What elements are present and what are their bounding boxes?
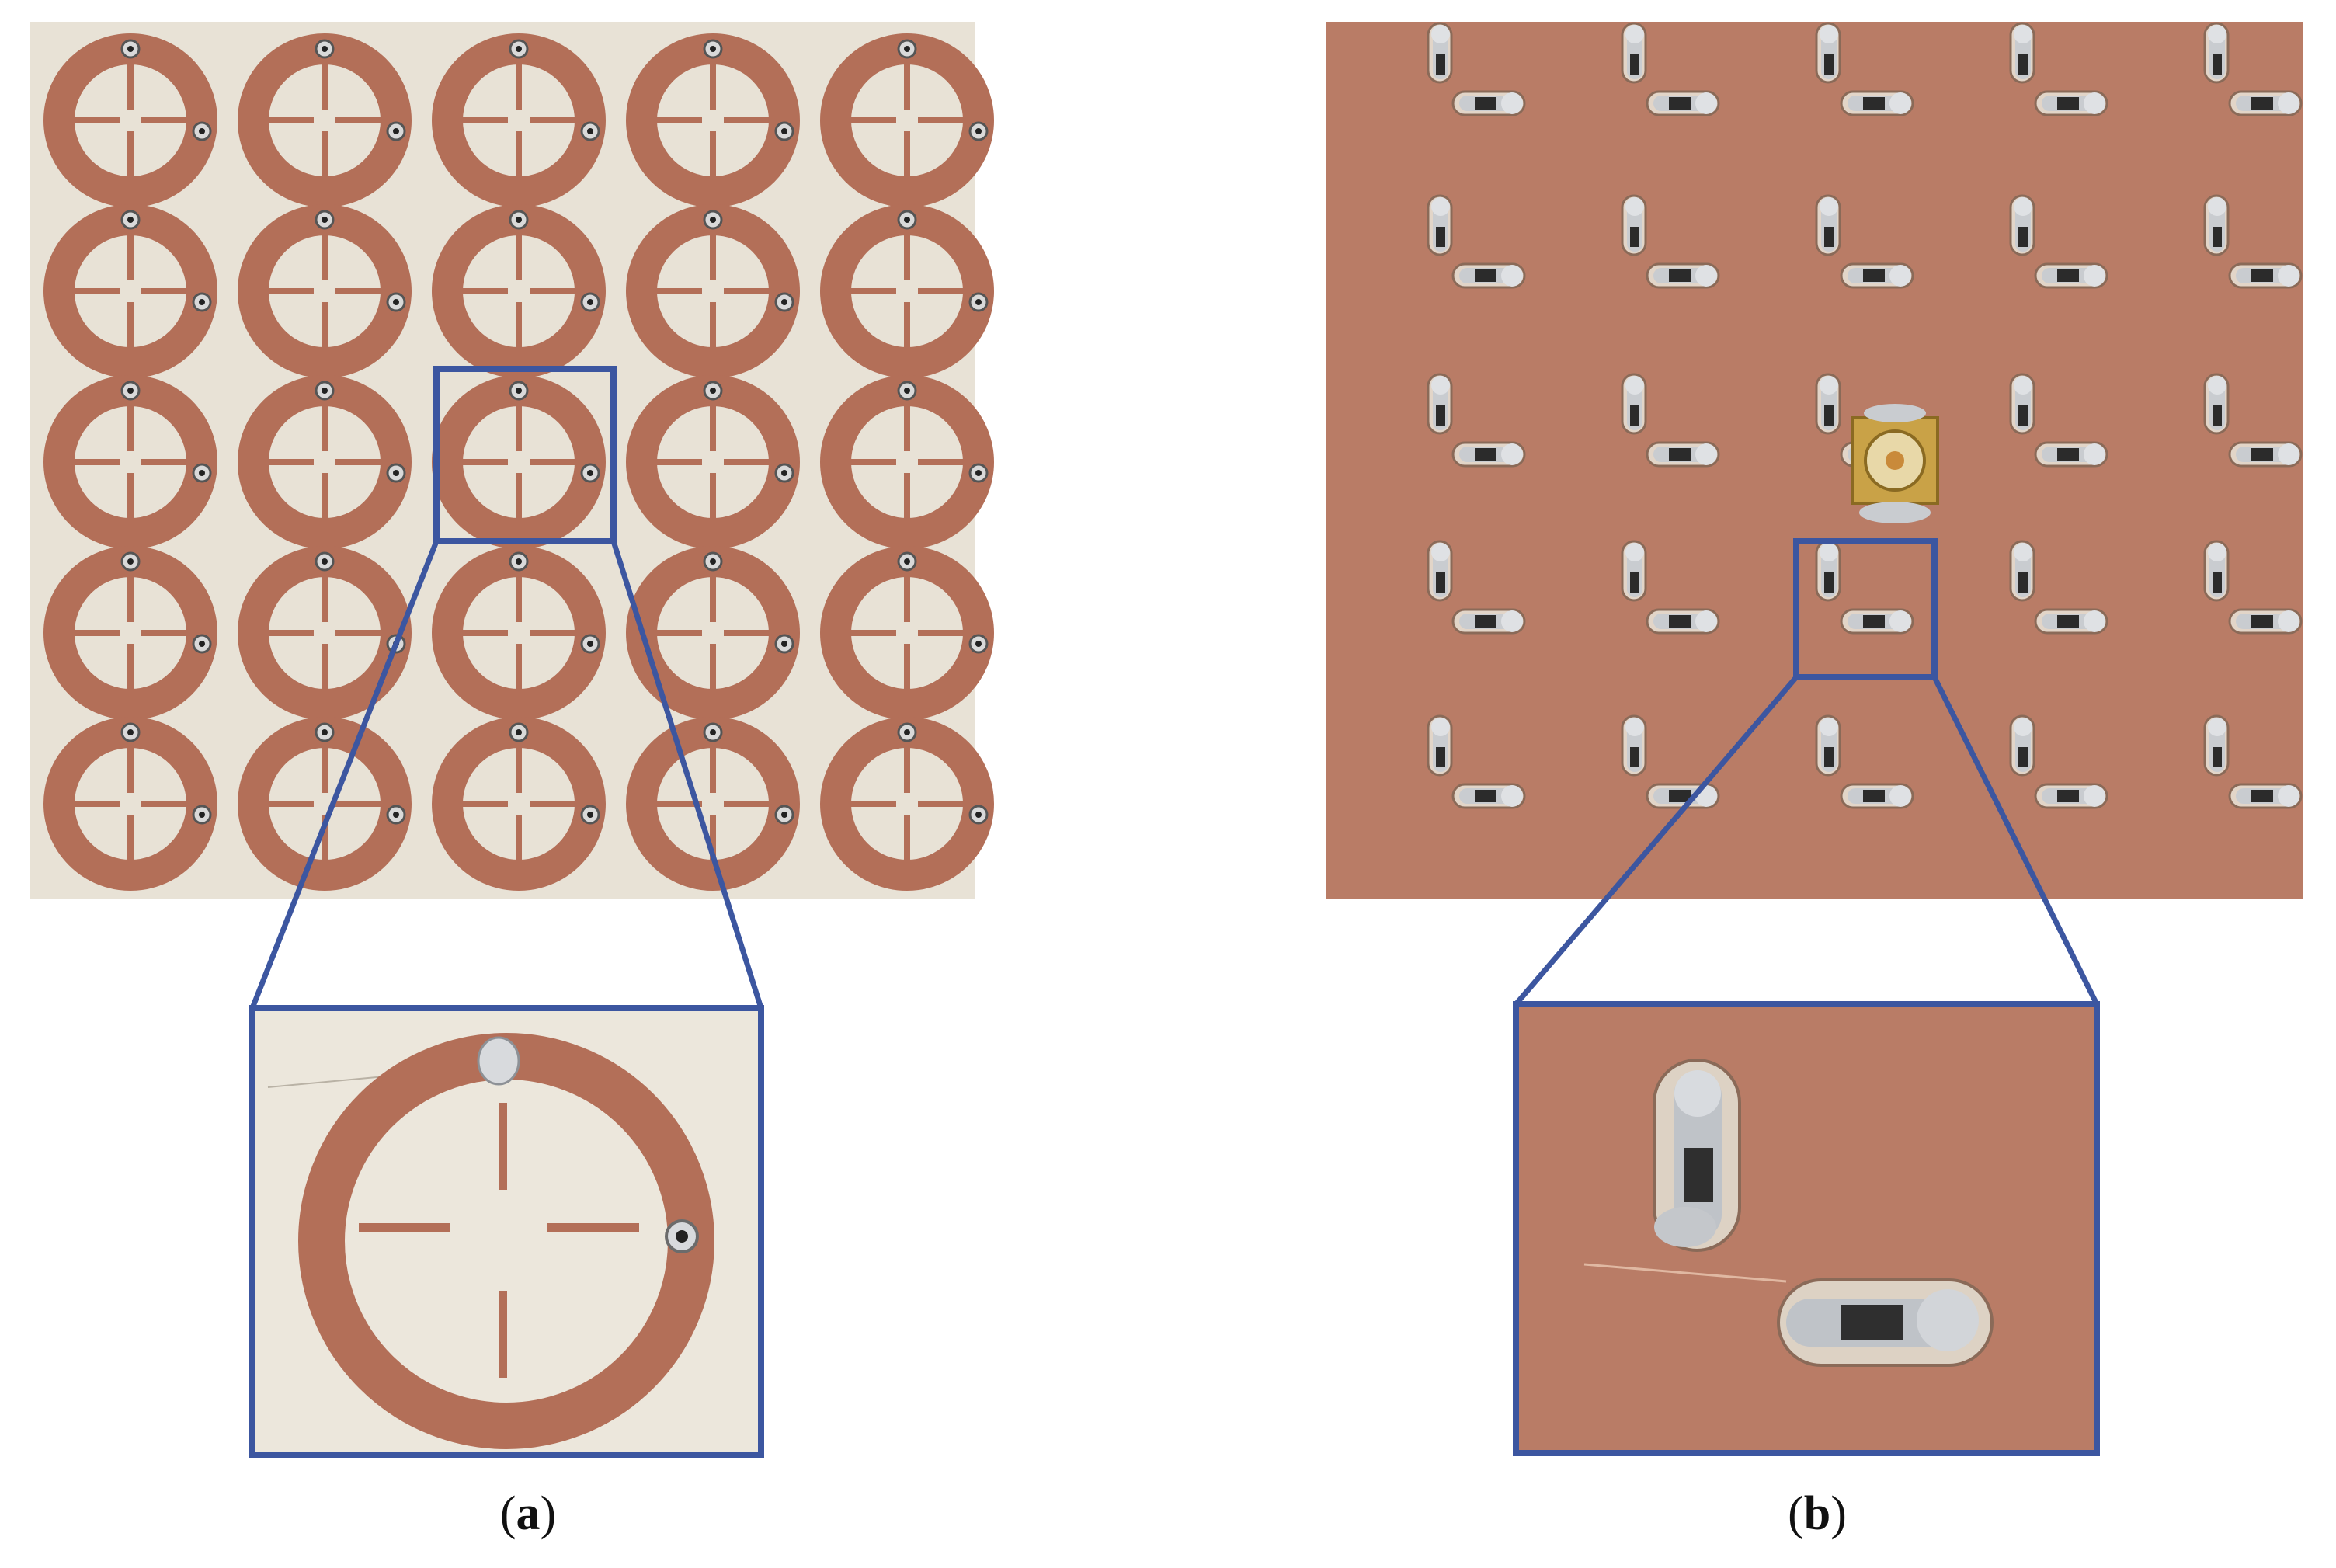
caption-a: (a): [450, 1490, 606, 1538]
caption-b-close: ): [1830, 1487, 1847, 1540]
caption-b-open: (: [1788, 1487, 1804, 1540]
highlight-box-a: [433, 366, 617, 544]
highlight-box-b: [1793, 538, 1938, 680]
zoom-line-right-b: [1931, 676, 2100, 1006]
caption-a-open: (: [499, 1487, 516, 1540]
zoom-inset-b: [1513, 1001, 2100, 1456]
caption-a-close: ): [540, 1487, 557, 1540]
caption-b-letter: b: [1803, 1487, 1831, 1540]
zoom-inset-a: [249, 1005, 764, 1458]
zoom-line-left-a: [249, 540, 440, 1010]
caption-b: (b): [1740, 1490, 1895, 1538]
panel-a: [30, 22, 987, 1458]
zoom-line-right-a: [610, 540, 764, 1010]
zoom-line-left-b: [1514, 675, 1799, 1007]
sma-connector: [1851, 404, 1939, 523]
panel-b: [1326, 22, 2303, 1456]
caption-a-letter: a: [516, 1487, 541, 1540]
